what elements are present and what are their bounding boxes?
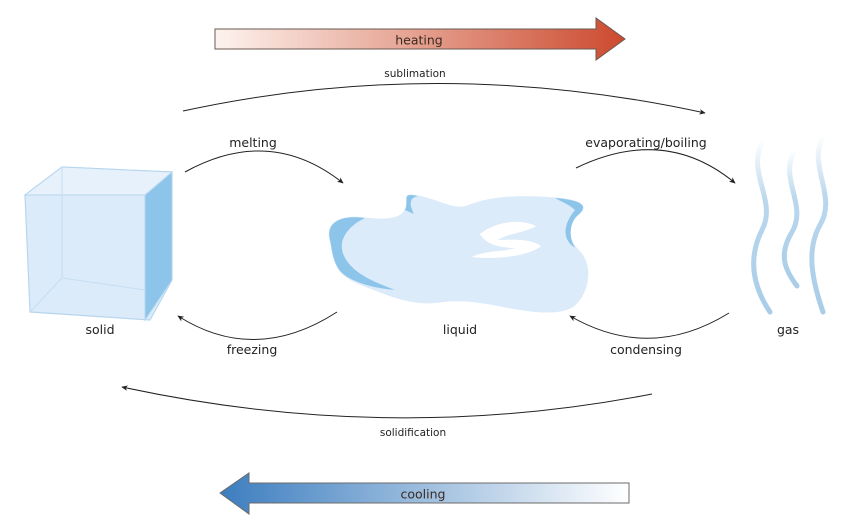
sublimation-label: sublimation	[384, 68, 446, 80]
solid-label: solid	[85, 322, 115, 337]
water-puddle-icon	[328, 194, 589, 313]
liquid-label: liquid	[442, 322, 478, 337]
melting-label: melting	[229, 135, 277, 150]
freezing-arrow	[177, 311, 338, 340]
evaporating-label: evaporating/boiling	[585, 135, 707, 150]
solidification-label: solidification	[379, 427, 447, 439]
gas-label: gas	[776, 322, 800, 337]
condensing-label: condensing	[610, 342, 682, 357]
steam-icon	[751, 132, 829, 315]
melting-arrow	[184, 150, 344, 184]
cooling-label: cooling	[400, 486, 446, 502]
freezing-label: freezing	[226, 342, 278, 357]
heating-arrow	[214, 17, 626, 61]
evaporating-arrow	[575, 149, 736, 184]
ice-cube-icon	[23, 166, 174, 322]
heating-label: heating	[395, 32, 443, 48]
solidification-arrow	[121, 385, 653, 419]
sublimation-arrow	[182, 83, 706, 115]
cooling-arrow	[219, 472, 630, 515]
condensing-arrow	[569, 312, 730, 339]
